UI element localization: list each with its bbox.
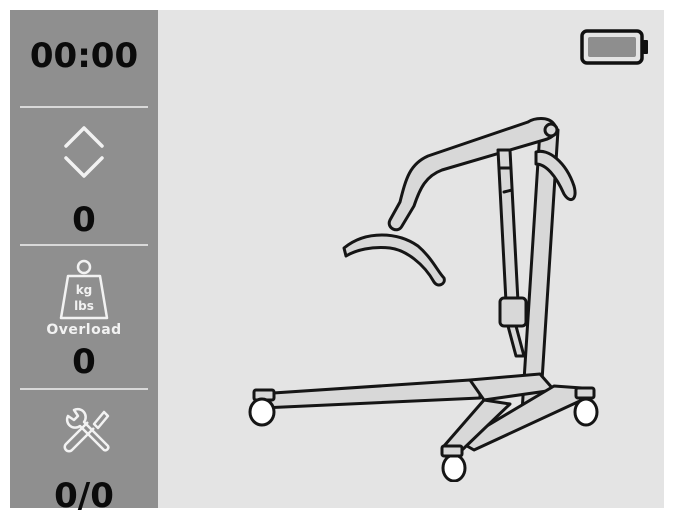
divider <box>20 244 148 246</box>
service-section[interactable]: 0/0 <box>10 406 158 516</box>
overload-section[interactable]: kg lbs Overload 0 <box>10 258 158 382</box>
timer-display: 00:00 <box>29 36 139 76</box>
weight-unit-lbs: lbs <box>74 299 94 313</box>
weight-kg-lbs-icon: kg lbs <box>59 259 109 320</box>
main-display <box>158 10 664 508</box>
service-counter: 0/0 <box>54 476 114 516</box>
height-counter: 0 <box>72 200 96 240</box>
overload-counter: 0 <box>72 342 96 382</box>
lift-control-screen: 00:00 0 kg lbs Overload 0 <box>10 10 664 516</box>
wrench-screwdriver-icon <box>63 407 110 453</box>
up-down-arrows-icon <box>64 126 104 178</box>
divider <box>20 388 148 390</box>
overload-label: Overload <box>46 322 122 338</box>
divider <box>20 106 148 108</box>
timer-section: 00:00 <box>10 36 158 76</box>
battery-icon <box>580 29 648 65</box>
status-sidebar: 00:00 0 kg lbs Overload 0 <box>10 10 158 516</box>
height-section[interactable]: 0 <box>10 122 158 240</box>
weight-unit-kg: kg <box>76 283 93 297</box>
patient-lift-illustration <box>248 117 599 482</box>
